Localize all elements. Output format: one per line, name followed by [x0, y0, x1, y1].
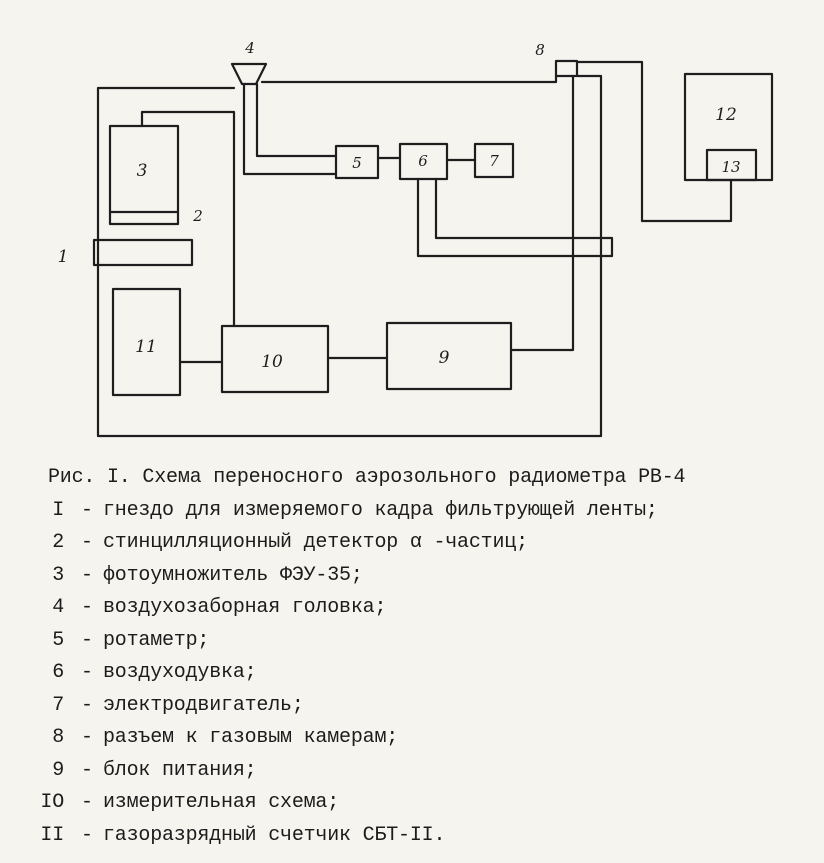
legend-number: 6 [52, 661, 64, 684]
legend-description: ротаметр; [103, 628, 210, 652]
label-3: 3 [137, 161, 148, 181]
label-11: 11 [135, 337, 157, 357]
legend-description: воздуходувка; [103, 661, 257, 684]
cable-connector-to-external [575, 60, 733, 223]
block-motor [473, 142, 515, 179]
block-counter [111, 287, 182, 397]
exhaust-duct [416, 177, 614, 258]
legend-number: II [40, 823, 64, 847]
legend-description: газоразрядный счетчик СБТ-II. [103, 823, 446, 847]
legend-item: IO - измерительная схема; [0, 787, 824, 820]
legend-dash: - [81, 758, 93, 782]
legend-number: 4 [52, 596, 64, 619]
label-8: 8 [535, 41, 545, 59]
block-photomultiplier [108, 124, 180, 226]
legend-description: воздухозаборная головка; [103, 596, 387, 619]
legend-dash: - [81, 726, 93, 749]
block-diagram: 1 2 3 4 5 6 7 8 9 10 11 12 13 [58, 39, 774, 438]
legend-description: разъем к газовым камерам; [103, 726, 399, 749]
label-2: 2 [192, 207, 203, 225]
legend-dash: - [81, 628, 93, 652]
legend-dash: - [81, 693, 93, 717]
legend-description: стинцилляционный детектор α -частиц; [103, 531, 528, 554]
legend-dash: - [81, 791, 93, 814]
caption-title: Рис. I. Схема переносного аэрозольного р… [48, 466, 686, 489]
legend-dash: - [81, 563, 93, 587]
legend-description: блок питания; [103, 758, 257, 782]
block-blower [398, 142, 449, 181]
legend-description: измерительная схема; [103, 791, 340, 814]
legend-item: 8 - разъем к газовым камерам; [0, 722, 824, 755]
legend-description: фотоумножитель ФЭУ-35; [103, 563, 363, 587]
legend-item: 5 - ротаметр; [0, 625, 824, 658]
label-7: 7 [489, 152, 499, 170]
legend-dash: - [81, 531, 93, 554]
legend-number: 7 [52, 693, 64, 717]
legend-item: 3 - фотоумножитель ФЭУ-35; [0, 560, 824, 593]
label-1: 1 [58, 247, 69, 267]
housing-outline [96, 74, 603, 438]
block-filter-slot [92, 238, 194, 267]
legend-dash: - [81, 498, 93, 522]
legend-description: гнездо для измеряемого кадра фильтрующей… [103, 498, 658, 522]
legend-number: IO [40, 791, 64, 814]
legend-item: 9 - блок питания; [0, 755, 824, 788]
legend-dash: - [81, 823, 93, 847]
block-power-supply [385, 321, 513, 391]
caption-title-row: Рис. I. Схема переносного аэрозольного р… [0, 462, 824, 495]
legend-description: электродвигатель; [103, 693, 304, 717]
label-10: 10 [261, 352, 283, 372]
legend-item: 4 - воздухозаборная головка; [0, 592, 824, 625]
label-9: 9 [439, 348, 450, 368]
housing-top-right [260, 74, 558, 84]
air-duct-outer [242, 82, 338, 176]
legend-dash: - [81, 596, 93, 619]
wire-power-to-connector [509, 74, 575, 352]
legend-dash: - [81, 661, 93, 684]
legend-item: I - гнездо для измеряемого кадра фильтру… [0, 495, 824, 528]
label-4: 4 [244, 39, 255, 57]
air-intake-head [230, 62, 268, 86]
legend-number: 5 [52, 628, 64, 652]
air-duct-inner [255, 82, 338, 158]
legend-item: 2 - стинцилляционный детектор α -частиц; [0, 527, 824, 560]
figure-caption: Рис. I. Схема переносного аэрозольного р… [0, 462, 824, 852]
legend-number: 2 [52, 531, 64, 554]
legend-number: 3 [52, 563, 64, 587]
wire-detector-to-circuit [140, 110, 236, 328]
legend-number: 8 [52, 726, 64, 749]
connector-block [554, 59, 579, 78]
legend-number: 9 [52, 758, 64, 782]
label-5: 5 [352, 154, 362, 172]
legend-item: II - газоразрядный счетчик СБТ-II. [0, 820, 824, 853]
label-12: 12 [715, 105, 737, 125]
legend-item: 6 - воздуходувка; [0, 657, 824, 690]
legend-item: 7 - электродвигатель; [0, 690, 824, 723]
label-6: 6 [418, 152, 428, 170]
label-13: 13 [721, 158, 740, 176]
legend-number: I [52, 498, 64, 522]
block-rotameter [334, 144, 380, 180]
